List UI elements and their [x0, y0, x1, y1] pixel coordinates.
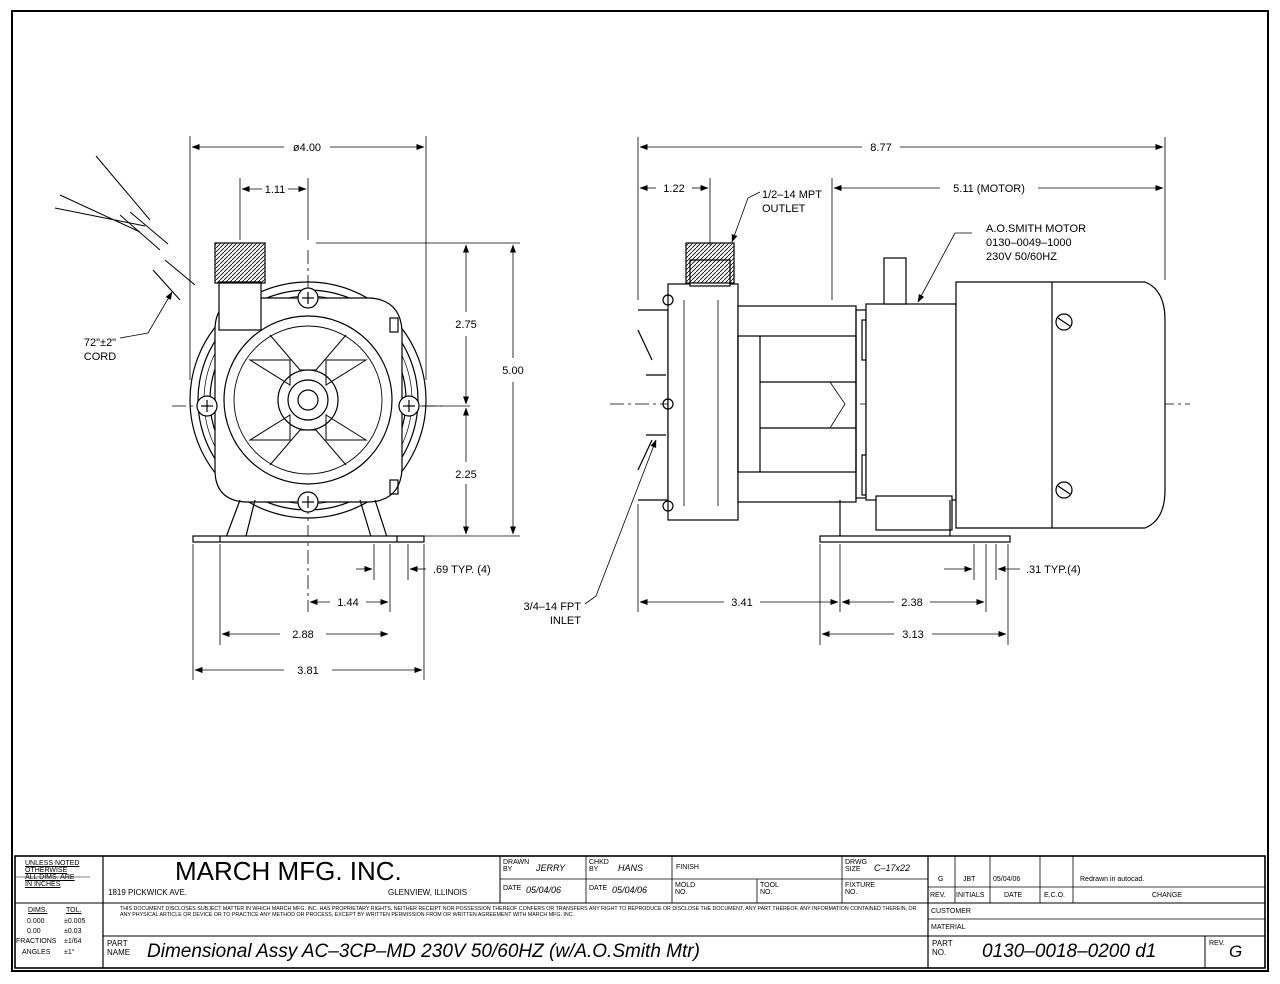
finish-label: FINISH	[676, 864, 699, 871]
motor-label-3: 230V 50/60HZ	[986, 251, 1057, 263]
rev-header-change: CHANGE	[1152, 892, 1182, 899]
tol-header-1: UNLESS NOTED	[25, 860, 80, 867]
motor-label-2: 0130–0049–1000	[986, 237, 1072, 249]
front-base-plate	[192, 535, 425, 543]
part-no-label: PART NO.	[932, 939, 953, 957]
tol-header-3: ALL DIMS. ARE	[25, 874, 75, 881]
dim-upper-height: 2.75	[455, 319, 476, 331]
pump-head	[667, 283, 739, 521]
company-city: GLENVIEW, ILLINOIS	[388, 888, 468, 897]
mold-label: MOLD NO.	[675, 882, 696, 896]
company-name: MARCH MFG. INC.	[175, 856, 402, 886]
rev-label: REV.	[1209, 940, 1225, 947]
dwg-size-value: C–17x22	[874, 863, 911, 873]
rev-value: G	[1229, 942, 1243, 961]
outlet-label-1: 1/2–14 MPT	[762, 189, 822, 201]
dim-inlet-face: 1.22	[663, 183, 684, 195]
outlet-label-2: OUTLET	[762, 203, 806, 215]
material-label: MATERIAL	[931, 924, 966, 931]
motor-screw-icon	[1055, 313, 1073, 499]
dim-pump-length: 3.41	[731, 597, 752, 609]
dim-hole-span: 2.88	[292, 629, 313, 641]
tol-row-1-tol: ±0.005	[64, 918, 86, 925]
dim-side-foot-slot: .31 TYP.(4)	[1026, 564, 1081, 576]
front-dimensions	[119, 136, 520, 680]
tol-row-2-tol: ±0.03	[64, 928, 82, 935]
side-base-plate	[819, 535, 1011, 543]
drawn-date-label: DATE	[503, 885, 522, 892]
dim-foot-slot: .69 TYP. (4)	[433, 564, 491, 576]
part-name-value: Dimensional Assy AC–3CP–MD 230V 50/60HZ …	[147, 941, 700, 962]
tol-row-4-dim: ANGLES	[22, 949, 51, 956]
rev-entry-change: Redrawn in autocad.	[1080, 876, 1145, 883]
rev-entry-date: 05/04/06	[993, 876, 1021, 883]
outlet-thread	[214, 242, 266, 284]
dim-total-height: 5.00	[502, 365, 523, 377]
rev-header-date: DATE	[1004, 892, 1023, 899]
dim-foot-span: 3.13	[902, 629, 923, 641]
motor-body	[955, 281, 1166, 529]
dim-lower-height: 2.25	[455, 469, 476, 481]
dim-outlet-offset: 1.11	[265, 184, 286, 196]
drawn-date-value: 05/04/06	[526, 885, 562, 895]
chkd-by-label: CHKD BY	[589, 859, 609, 873]
front-view	[54, 155, 442, 612]
motor-label-1: A.O.SMITH MOTOR	[986, 223, 1086, 235]
side-dimensions	[584, 137, 1166, 645]
sheet-border	[11, 10, 1269, 972]
rev-entry-rev: G	[938, 876, 944, 883]
drawn-by-value: JERRY	[536, 863, 566, 873]
inlet-label-1: 3/4–14 FPT	[524, 601, 582, 613]
company-address: 1819 PICKWICK AVE.	[108, 888, 187, 897]
side-dim-labels: 8.77 1.22 5.11 (MOTOR) 1/2–14 MPT OUTLET…	[524, 142, 1087, 641]
chkd-date-label: DATE	[589, 885, 608, 892]
tol-header-4: IN INCHES	[25, 881, 61, 888]
side-outlet-thread	[685, 242, 735, 284]
customer-label: CUSTOMER	[931, 908, 971, 915]
part-no-value: 0130–0018–0200 d1	[982, 941, 1157, 962]
dim-motor-length: 5.11 (MOTOR)	[953, 183, 1025, 195]
tol-row-2-dim: 0.00	[27, 928, 41, 935]
tol-header-2: OTHERWISE	[25, 867, 68, 874]
dim-half-base: 1.44	[337, 597, 358, 609]
front-dim-labels: ø4.00 1.11 2.75 5.00 2.25 .69 TYP. (4) 1…	[84, 142, 524, 677]
proprietary-notice: THIS DOCUMENT DISCLOSES SUBJECT MATTER I…	[120, 906, 917, 919]
fixture-label: FIXTURE NO.	[845, 882, 875, 896]
chkd-by-value: HANS	[618, 863, 644, 873]
side-view	[610, 242, 1190, 543]
rev-header-initials: INITIALS	[956, 892, 985, 899]
part-name-label: PART NAME	[107, 939, 131, 957]
title-block-grid	[14, 855, 1266, 969]
tol-row-1-dim: 0.000	[27, 918, 45, 925]
screw-icon	[196, 287, 420, 513]
tol-col-dims: DIMS.	[28, 907, 48, 914]
dim-diameter: ø4.00	[293, 142, 321, 154]
drawn-by-label: DRAWN BY	[503, 859, 530, 873]
cord-grommet	[883, 257, 907, 305]
rev-header-eco: E.C.O.	[1044, 892, 1066, 899]
dim-foot-offset: 2.38	[901, 597, 922, 609]
cord-label-2: CORD	[84, 351, 116, 363]
tol-row-4-tol: ±1°	[64, 949, 75, 956]
tol-row-3-tol: ±1/64	[64, 938, 82, 945]
tol-col-tol: TOL.	[66, 907, 82, 914]
inlet-label-2: INLET	[550, 615, 581, 627]
tol-row-3-dim: FRACTIONS	[16, 938, 57, 945]
rev-entry-initials: JBT	[963, 876, 976, 883]
cord-label-1: 72"±2"	[84, 337, 116, 349]
motor-housing	[189, 281, 427, 519]
rev-header-rev: REV.	[930, 892, 946, 899]
chkd-date-value: 05/04/06	[612, 885, 648, 895]
dwg-size-label: DRWG SIZE	[845, 859, 868, 873]
dim-overall-length: 8.77	[870, 142, 891, 154]
dim-base-width: 3.81	[297, 665, 318, 677]
tool-label: TOOL NO.	[760, 882, 779, 896]
